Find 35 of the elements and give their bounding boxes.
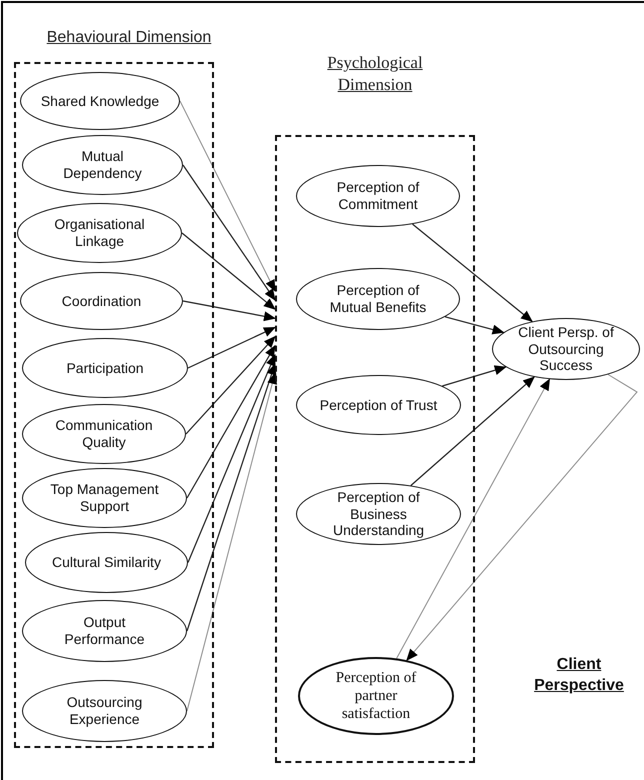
arrow [186, 336, 276, 434]
construct-ellipse: Shared Knowledge [20, 72, 180, 130]
arrow [186, 372, 278, 712]
construct-ellipse: Perception of Business Understanding [296, 483, 461, 545]
arrow [412, 224, 533, 322]
construct-ellipse: Coordination [20, 272, 183, 330]
arrow [182, 300, 276, 322]
construct-ellipse: Organisational Linkage [17, 203, 182, 263]
construct-ellipse: Perception of Trust [296, 375, 461, 435]
arrow [410, 376, 535, 486]
construct-ellipse: Top Management Support [22, 468, 187, 528]
construct-ellipse: Perception of Commitment [296, 165, 460, 227]
arrow [182, 164, 276, 301]
arrow [406, 374, 638, 661]
construct-ellipse: Output Performance [22, 600, 187, 662]
construct-ellipse: Perception of partner satisfaction [298, 657, 454, 735]
construct-ellipse: Participation [22, 338, 188, 398]
arrow [442, 365, 507, 387]
group-heading: Behavioural Dimension [46, 28, 212, 48]
arrow [186, 344, 276, 498]
construct-ellipse: Communication Quality [22, 404, 186, 464]
arrow [187, 354, 276, 563]
construct-ellipse: Outsourcing Experience [22, 680, 187, 742]
arrow [182, 232, 276, 310]
perspective-label: Client Perspective [533, 655, 625, 696]
construct-ellipse: Cultural Similarity [25, 532, 188, 593]
arrow [188, 326, 276, 369]
arrow [444, 316, 504, 334]
arrow [186, 362, 276, 632]
construct-ellipse: Perception of Mutual Benefits [296, 268, 460, 330]
arrow [396, 378, 550, 659]
construct-ellipse: Mutual Dependency [22, 135, 183, 195]
group-heading: Psychological Dimension [326, 52, 424, 96]
construct-ellipse: Client Persp. of Outsourcing Success [492, 318, 640, 380]
arrow [180, 100, 276, 292]
